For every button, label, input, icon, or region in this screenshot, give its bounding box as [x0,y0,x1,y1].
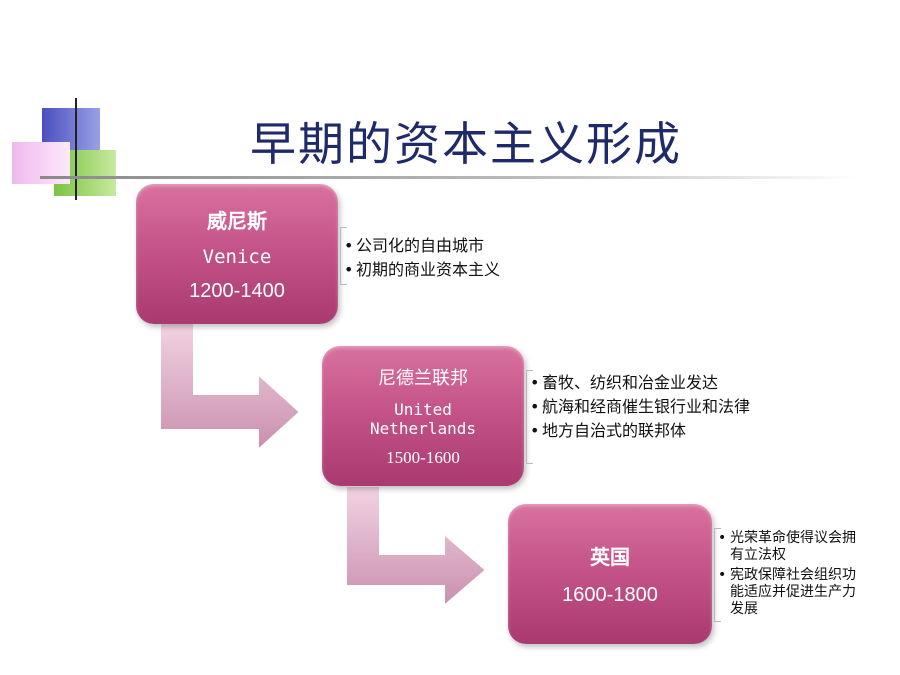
bullet-item: 地方自治式的联邦体 [530,420,760,442]
stage-name: 尼德兰联邦 [378,368,468,388]
bullet-item: 光荣革命使得议会拥有立法权 [718,530,858,564]
england-bullets: 光荣革命使得议会拥有立法权 宪政保障社会组织功能适应并促进生产力发展 [718,530,858,621]
bent-arrow-2 [345,486,488,608]
bullet-item: 初期的商业资本主义 [344,258,584,282]
title-divider [40,176,860,179]
bullet-bracket-1 [340,227,347,285]
stage-name-english: United [394,400,452,419]
stage-name: 威尼斯 [207,209,267,233]
bullet-bracket-3 [714,528,721,622]
stage-name-english-2: Netherlands [370,419,476,438]
stage-box-netherlands: 尼德兰联邦 United Netherlands 1500-1600 [322,346,524,486]
stage-box-england: 英国 1600-1800 [508,504,712,644]
bullet-item: 畜牧、纺织和冶金业发达 [530,372,760,394]
stage-name-english: Venice [202,246,272,268]
stage-years: 1500-1600 [386,448,460,467]
bullet-bracket-2 [526,370,533,464]
stage-name: 英国 [590,545,630,569]
decorative-squares-logo [12,98,130,200]
bullet-item: 宪政保障社会组织功能适应并促进生产力发展 [718,567,858,618]
bent-arrow-1 [159,322,302,452]
bullet-item: 公司化的自由城市 [344,234,584,258]
venice-bullets: 公司化的自由城市 初期的商业资本主义 [344,234,584,282]
stage-years: 1600-1800 [562,584,658,606]
netherlands-bullets: 畜牧、纺织和冶金业发达 航海和经商催生银行业和法律 地方自治式的联邦体 [530,372,760,444]
bullet-item: 航海和经商催生银行业和法律 [530,396,760,418]
stage-years: 1200-1400 [189,280,285,302]
stage-box-venice: 威尼斯 Venice 1200-1400 [136,184,338,324]
slide-title: 早期的资本主义形成 [250,117,682,171]
